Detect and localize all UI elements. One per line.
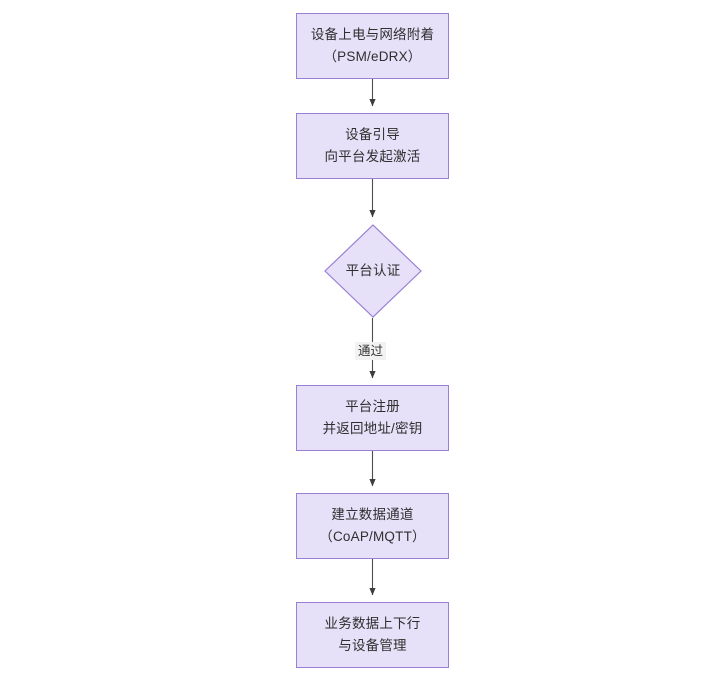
node-label-line2: （PSM/eDRX） [323, 49, 422, 64]
node-platform-authentication-decision[interactable]: 平台认证 [324, 224, 422, 318]
node-device-power-on[interactable]: 设备上电与网络附着 （PSM/eDRX） [296, 13, 449, 79]
node-business-data-and-device-management[interactable]: 业务数据上下行 与设备管理 [296, 602, 449, 668]
node-device-bootstrap[interactable]: 设备引导 向平台发起激活 [296, 113, 449, 179]
node-platform-registration[interactable]: 平台注册 并返回地址/密钥 [296, 385, 449, 451]
node-label-line1: 设备引导 [345, 127, 400, 142]
node-label-line1: 建立数据通道 [331, 507, 414, 522]
node-label-line2: 并返回地址/密钥 [322, 421, 423, 436]
node-label-line2: 向平台发起激活 [324, 149, 421, 164]
node-label-line1: 平台认证 [345, 263, 401, 278]
node-label-line1: 平台注册 [345, 399, 400, 414]
edge-label-pass: 通过 [355, 342, 387, 360]
node-label-line2: 与设备管理 [338, 638, 407, 653]
node-label-line1: 设备上电与网络附着 [310, 27, 435, 42]
node-establish-data-channel[interactable]: 建立数据通道 （CoAP/MQTT） [296, 493, 449, 559]
node-label-line2: （CoAP/MQTT） [319, 529, 426, 544]
node-label-line1: 业务数据上下行 [324, 616, 421, 631]
diamond-shape [324, 224, 422, 318]
